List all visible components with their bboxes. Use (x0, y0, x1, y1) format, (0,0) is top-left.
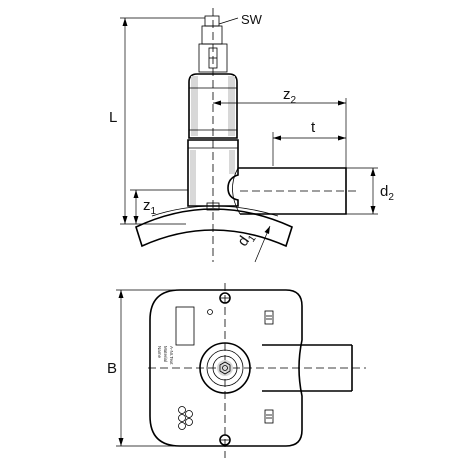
outlet-pipe (232, 167, 360, 215)
plate-text-line-3: Name (157, 346, 162, 359)
saddle-outline-top (149, 289, 303, 447)
dimension-t: t (272, 119, 346, 166)
outlet-pipe-top (262, 344, 353, 392)
marking-circles (178, 406, 193, 430)
saddle-clamp (135, 202, 293, 248)
label-d2: d2 (380, 183, 394, 203)
dimension-z2: z2 (213, 86, 347, 168)
slot-upper-right (264, 310, 274, 325)
label-z2: z2 (283, 86, 297, 106)
slot-lower-right (264, 409, 274, 424)
nameplate-text: A-Nr.Text Material Name (157, 346, 174, 365)
valve-body-upper (188, 73, 238, 139)
bolt-top (219, 292, 231, 304)
label-sw: SW (241, 12, 263, 27)
side-view: L SW z2 t d2 (108, 8, 394, 263)
dimension-sw: SW (218, 12, 263, 27)
nameplate-box (175, 306, 195, 346)
dimension-z1: z1 (130, 189, 188, 224)
valve-body-lower (187, 139, 239, 207)
label-L: L (109, 109, 117, 126)
valve-head-top (199, 342, 251, 394)
dimension-B: B (106, 289, 180, 447)
top-view: A-Nr.Text Material Name (106, 283, 366, 458)
bolt-bottom (219, 434, 231, 446)
hex-key (198, 15, 228, 73)
plate-text-line-2: Material (163, 346, 168, 362)
label-z1: z1 (143, 197, 157, 217)
label-B: B (107, 360, 117, 377)
dimension-d2: d2 (346, 167, 394, 215)
label-t: t (311, 119, 316, 136)
hole-small (207, 309, 213, 315)
plate-text-line-1: A-Nr.Text (169, 346, 174, 365)
dimension-L: L (108, 17, 205, 225)
